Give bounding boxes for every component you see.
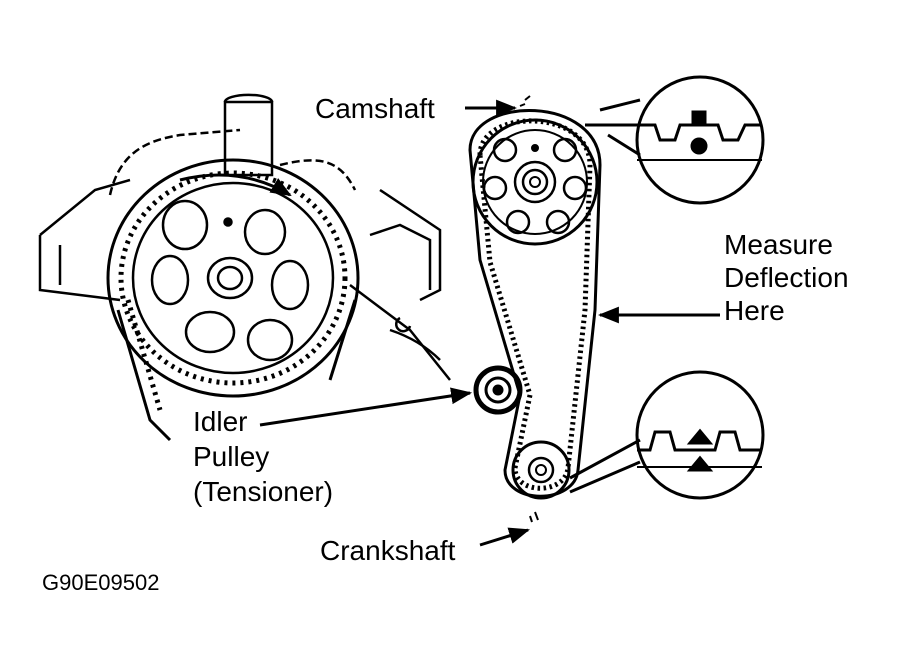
idler-pulley-label-line3: (Tensioner) (193, 476, 334, 507)
figure-code: G90E09502 (42, 570, 160, 595)
idler-arrow (259, 387, 473, 427)
measure-deflection-label-line3: Here (724, 295, 785, 326)
measure-deflection-label-line2: Deflection (724, 262, 849, 293)
camshaft-sprocket (471, 118, 599, 246)
timing-belt (468, 109, 602, 498)
idler-pulley-label-line1: Idler (193, 406, 248, 437)
crankshaft-label: Crankshaft (320, 535, 456, 566)
crankshaft-sprocket (511, 440, 571, 500)
crank-mark-detail (569, 370, 765, 500)
belt-schematic (468, 95, 602, 523)
camshaft-label: Camshaft (315, 93, 435, 124)
cam-mark-detail (585, 75, 765, 205)
engine-illustration (38, 93, 451, 442)
idler-pulley-label-line2: Pulley (193, 441, 270, 472)
crankshaft-arrow (479, 527, 531, 547)
measure-deflection-label-line1: Measure (724, 229, 833, 260)
idler-pulley (473, 365, 523, 415)
callout-arrows (259, 99, 720, 547)
